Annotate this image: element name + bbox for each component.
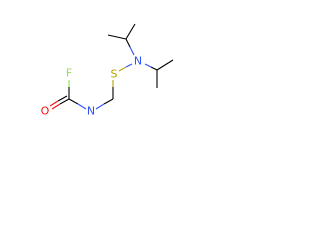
bond-n-ch-b <box>150 66 158 71</box>
bond-c-o-1-colored <box>51 103 61 110</box>
atom-sulfur: S <box>111 68 118 81</box>
bond-s-n-colored-s <box>118 66 127 72</box>
bond-ch-a-me2 <box>125 23 136 40</box>
bond-ch-a-me1 <box>107 34 127 40</box>
structure-diagram: F O N S N <box>0 0 177 125</box>
bond-n-ch2 <box>103 98 114 105</box>
bond-n-ch-a <box>125 38 131 48</box>
atom-nitrogen-amine: N <box>134 55 142 68</box>
bond-n-ch2-colored <box>95 103 105 110</box>
bond-c-o-2 <box>57 95 68 102</box>
bond-n-ch-a-colored <box>129 46 135 56</box>
bond-c-n-colored <box>77 103 87 110</box>
bond-n-ch-b-colored <box>144 63 152 68</box>
bond-c-o-2-colored <box>49 100 59 107</box>
bond-ch-b-me1 <box>156 59 174 71</box>
bond-c-o-1 <box>59 98 70 105</box>
atom-nitrogen-amide: N <box>87 105 95 118</box>
atom-oxygen: O <box>41 105 50 118</box>
molecule-svg: F O N S N <box>41 23 174 118</box>
atom-fluorine: F <box>66 67 72 80</box>
bond-s-n-colored-n <box>125 63 133 68</box>
bond-c-n <box>68 98 79 105</box>
